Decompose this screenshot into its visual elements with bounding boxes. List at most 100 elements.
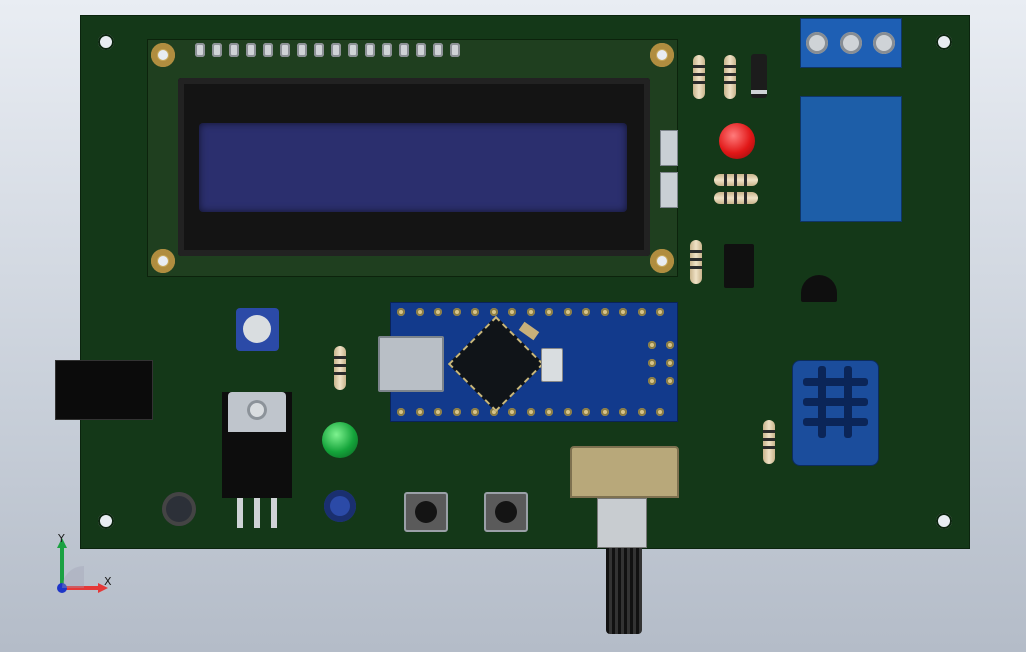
icsp-pin xyxy=(648,341,656,349)
nano-pin xyxy=(545,408,553,416)
lcd-header-pin xyxy=(246,43,256,57)
nano-pin xyxy=(434,408,442,416)
regulator-heatsink-tab xyxy=(228,392,286,432)
nano-pin xyxy=(600,408,609,416)
dht-sensor xyxy=(792,360,879,466)
nano-pin xyxy=(545,308,553,316)
axis-y-label: Y xyxy=(58,532,65,545)
dc-power-jack xyxy=(55,360,153,420)
lcd-connector-clip xyxy=(660,172,678,208)
mounting-hole xyxy=(98,34,114,50)
icsp-pin xyxy=(648,377,656,385)
regulator-lead xyxy=(271,498,277,528)
nano-pin xyxy=(600,308,609,316)
lcd-header-pin xyxy=(212,43,222,57)
mounting-hole xyxy=(98,513,114,529)
lcd-header-pin xyxy=(314,43,324,57)
push-button-1[interactable] xyxy=(404,492,448,532)
nano-pin xyxy=(563,408,572,416)
lcd-mount-ring xyxy=(151,249,175,273)
dht-vent xyxy=(818,366,826,438)
nano-pin xyxy=(637,408,646,416)
nano-pin xyxy=(415,308,424,316)
nano-pin xyxy=(656,308,664,316)
nano-pin xyxy=(637,308,646,316)
lcd-header-pin xyxy=(195,43,205,57)
nano-pin xyxy=(489,408,498,416)
lcd-header-pin xyxy=(348,43,358,57)
nano-pin xyxy=(397,308,405,316)
lcd-header-pin xyxy=(450,43,460,57)
lcd-header-pin xyxy=(263,43,273,57)
nano-pin xyxy=(582,408,590,416)
optocoupler-chip xyxy=(724,244,754,288)
diode xyxy=(751,54,767,98)
lcd-header-pin xyxy=(229,43,239,57)
terminal-screw[interactable] xyxy=(840,32,862,54)
terminal-screw[interactable] xyxy=(873,32,895,54)
nano-pin xyxy=(434,308,442,316)
nano-pin xyxy=(415,408,424,416)
lcd-header-pin xyxy=(297,43,307,57)
resistor xyxy=(714,174,758,186)
reset-button-small[interactable] xyxy=(541,348,563,382)
lcd-connector-clip xyxy=(660,130,678,166)
nano-pin xyxy=(452,308,461,316)
nano-pin xyxy=(489,308,498,316)
axis-x-label: X xyxy=(104,575,112,588)
dht-vent xyxy=(803,418,868,426)
lcd-screen xyxy=(199,123,627,212)
lcd-mount-ring xyxy=(151,43,175,67)
nano-pin xyxy=(619,308,627,316)
potentiometer-body xyxy=(570,446,679,498)
ceramic-capacitor xyxy=(324,490,356,522)
icsp-pin xyxy=(666,377,674,385)
mounting-hole xyxy=(936,513,952,529)
lcd-mount-ring xyxy=(650,43,674,67)
lcd-header-pin xyxy=(416,43,426,57)
potentiometer-knob[interactable] xyxy=(606,548,642,634)
icsp-pin xyxy=(666,359,674,367)
icsp-pin xyxy=(648,359,656,367)
lcd-header-pin xyxy=(331,43,341,57)
nano-pin xyxy=(452,408,461,416)
nano-pin xyxy=(582,308,590,316)
resistor xyxy=(693,55,705,99)
dht-vent xyxy=(803,398,868,406)
nano-pin xyxy=(656,408,664,416)
lcd-header-pin xyxy=(280,43,290,57)
mounting-hole xyxy=(936,34,952,50)
push-button-2[interactable] xyxy=(484,492,528,532)
trimmer-potentiometer[interactable] xyxy=(236,308,279,351)
icsp-pin xyxy=(666,341,674,349)
lcd-header-pin xyxy=(399,43,409,57)
resistor xyxy=(334,346,346,390)
resistor xyxy=(763,420,775,464)
terminal-screw[interactable] xyxy=(806,32,828,54)
dht-vent xyxy=(803,378,868,386)
potentiometer-bushing xyxy=(597,498,647,548)
green-led xyxy=(322,422,358,458)
lcd-header-pin xyxy=(382,43,392,57)
axis-triad-icon xyxy=(52,532,122,598)
nano-pin xyxy=(526,308,535,316)
nano-pin xyxy=(508,408,516,416)
nano-pin xyxy=(471,408,479,416)
nano-pin xyxy=(563,308,572,316)
nano-pin xyxy=(508,308,516,316)
lcd-header-pin xyxy=(365,43,375,57)
regulator-lead xyxy=(237,498,243,528)
dht-vent xyxy=(844,366,852,438)
lcd-mount-ring xyxy=(650,249,674,273)
nano-pin xyxy=(471,308,479,316)
resistor xyxy=(690,240,702,284)
nano-pin xyxy=(619,408,627,416)
nano-pin xyxy=(526,408,535,416)
mini-usb-connector xyxy=(378,336,444,392)
red-led xyxy=(719,123,755,159)
lcd-header-pin xyxy=(433,43,443,57)
regulator-lead xyxy=(254,498,260,528)
resistor xyxy=(714,192,758,204)
nano-pin xyxy=(397,408,405,416)
electrolytic-capacitor xyxy=(162,492,196,526)
